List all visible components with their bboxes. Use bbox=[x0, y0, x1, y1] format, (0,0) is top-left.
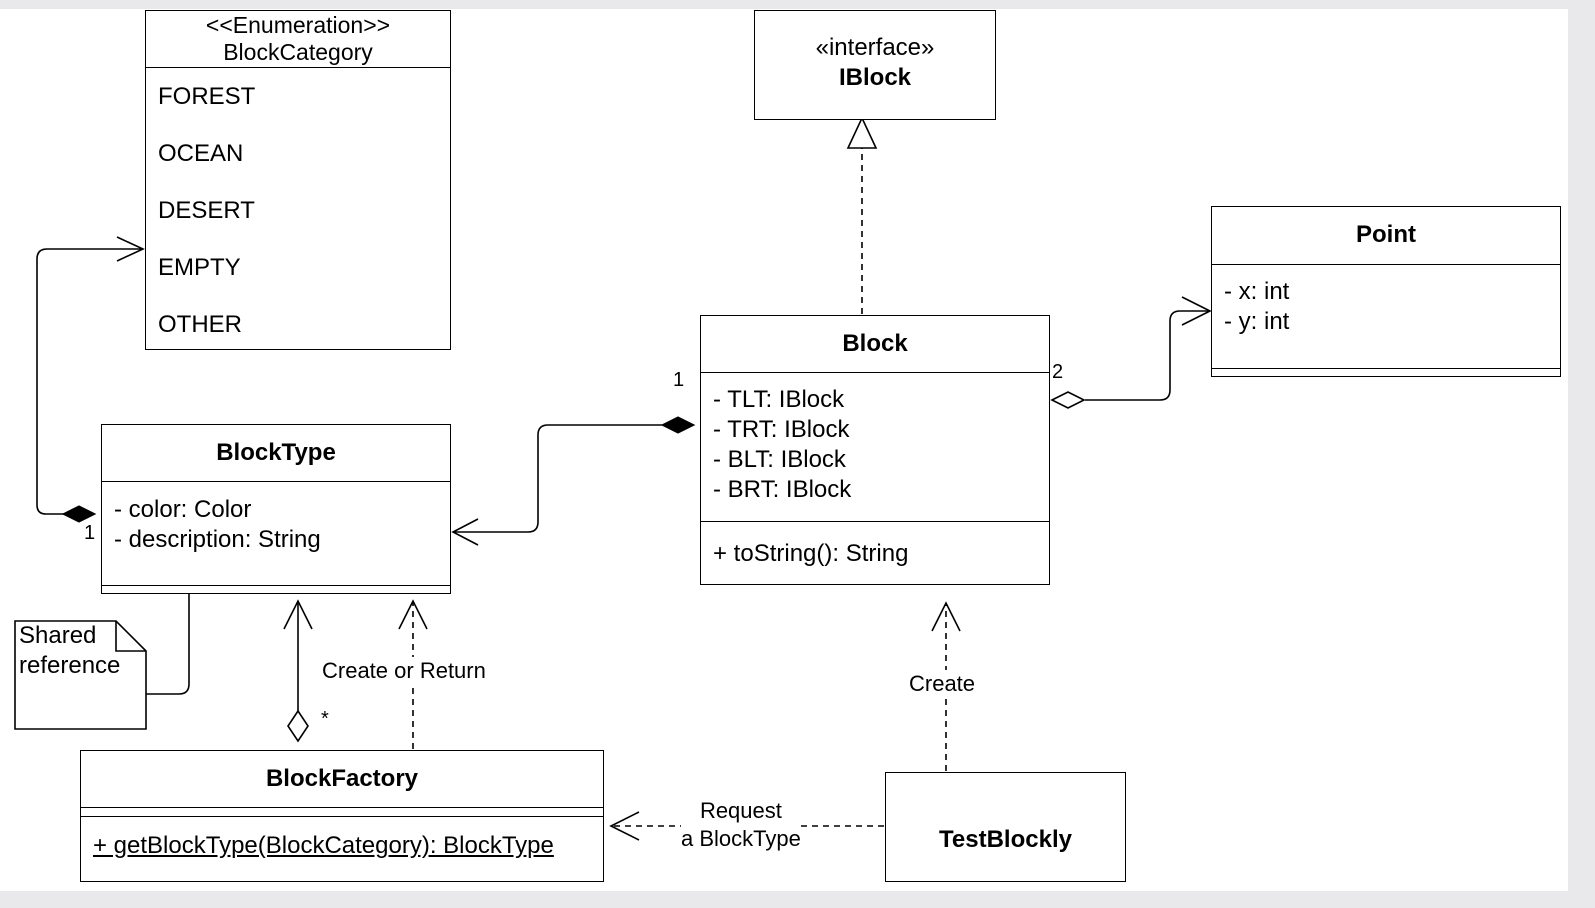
blockcategory-header: <<Enumeration>> BlockCategory bbox=[146, 11, 450, 68]
block-attr-brt: - BRT: IBlock bbox=[713, 476, 852, 503]
multiplicity-block-blocktype: 1 bbox=[673, 369, 685, 391]
request-label: Request a BlockType bbox=[681, 797, 801, 853]
block-blocktype-composition bbox=[453, 424, 662, 533]
blocktype-attr-description: - description: String bbox=[114, 526, 321, 553]
point-attr-y: - y: int bbox=[1224, 308, 1290, 335]
block-attributes: - TLT: IBlock - TRT: IBlock - BLT: IBloc… bbox=[701, 373, 1049, 522]
factory-blocktype-arrowhead bbox=[283, 599, 313, 630]
blockfactory-class[interactable]: BlockFactory + getBlockType(BlockCategor… bbox=[80, 750, 604, 882]
create-or-return-arrowhead bbox=[398, 599, 428, 630]
block-class[interactable]: Block - TLT: IBlock - TRT: IBlock - BLT:… bbox=[700, 315, 1050, 585]
blockfactory-header: BlockFactory bbox=[81, 751, 603, 808]
multiplicity-block-point: 2 bbox=[1052, 361, 1064, 383]
realization-triangle bbox=[846, 116, 878, 149]
factory-blocktype-diamond bbox=[287, 709, 309, 743]
blockcategory-literals: FOREST OCEAN DESERT EMPTY OTHER bbox=[146, 68, 450, 353]
enum-literal-other: OTHER bbox=[158, 311, 242, 338]
note-line-1: Shared bbox=[19, 622, 97, 649]
blockcategory-enumeration[interactable]: <<Enumeration>> BlockCategory FOREST OCE… bbox=[145, 10, 451, 350]
enum-literal-ocean: OCEAN bbox=[158, 140, 244, 167]
block-point-diamond bbox=[1050, 391, 1086, 409]
blocktype-header: BlockType bbox=[102, 425, 450, 482]
block-blocktype-arrowhead bbox=[451, 518, 479, 546]
block-point-arrowhead bbox=[1181, 296, 1212, 326]
create-or-return-label: Create or Return bbox=[322, 657, 486, 685]
multiplicity-blocktype-category: 1 bbox=[84, 522, 96, 544]
shared-reference-note: Shared reference bbox=[19, 621, 120, 681]
blockcategory-name: BlockCategory bbox=[223, 39, 373, 65]
diagram-canvas: <<Enumeration>> BlockCategory FOREST OCE… bbox=[0, 9, 1568, 891]
multiplicity-factory-blocktype: * bbox=[321, 708, 329, 730]
testblockly-name: TestBlockly bbox=[939, 826, 1072, 853]
create-arrowhead bbox=[931, 601, 961, 632]
blockfactory-attributes bbox=[81, 808, 603, 817]
request-label-line-1: Request bbox=[699, 798, 782, 823]
note-shape bbox=[14, 620, 147, 730]
point-attr-x: - x: int bbox=[1224, 278, 1290, 305]
point-attributes: - x: int - y: int bbox=[1212, 265, 1560, 369]
create-label: Create bbox=[909, 670, 976, 698]
blocktype-category-composition bbox=[36, 248, 143, 515]
request-arrowhead bbox=[609, 811, 640, 841]
block-point-aggregation bbox=[1085, 310, 1210, 401]
blocktype-attr-color: - color: Color bbox=[114, 496, 252, 523]
enum-literal-desert: DESERT bbox=[158, 197, 255, 224]
note-fold bbox=[115, 621, 146, 652]
testblockly-class[interactable]: TestBlockly bbox=[885, 772, 1126, 882]
blockfactory-methods: + getBlockType(BlockCategory): BlockType bbox=[81, 817, 603, 861]
block-attr-blt: - BLT: IBlock bbox=[713, 446, 846, 473]
blockfactory-method-getblocktype: + getBlockType(BlockCategory): BlockType bbox=[93, 832, 554, 859]
blocktype-category-arrowhead bbox=[116, 236, 145, 262]
enumeration-stereotype: <<Enumeration>> bbox=[205, 12, 391, 38]
note-anchor-line bbox=[146, 594, 190, 695]
enum-literal-forest: FOREST bbox=[158, 83, 256, 110]
note-line-2: reference bbox=[19, 652, 121, 679]
blocktype-category-diamond bbox=[61, 505, 97, 523]
interface-stereotype: «interface» bbox=[815, 34, 935, 61]
blocktype-attributes: - color: Color - description: String bbox=[102, 482, 450, 586]
point-class[interactable]: Point - x: int - y: int bbox=[1211, 206, 1561, 377]
request-label-line-2: a BlockType bbox=[681, 826, 801, 851]
block-method-tostring: + toString(): String bbox=[713, 540, 909, 567]
iblock-interface[interactable]: «interface» IBlock bbox=[754, 10, 996, 120]
block-methods: + toString(): String bbox=[701, 522, 1049, 569]
point-header: Point bbox=[1212, 207, 1560, 265]
block-header: Block bbox=[701, 316, 1049, 373]
block-attr-trt: - TRT: IBlock bbox=[713, 416, 850, 443]
blocktype-class[interactable]: BlockType - color: Color - description: … bbox=[101, 424, 451, 594]
block-attr-tlt: - TLT: IBlock bbox=[713, 386, 845, 413]
iblock-name: IBlock bbox=[838, 64, 912, 91]
enum-literal-empty: EMPTY bbox=[158, 254, 241, 281]
block-blocktype-diamond bbox=[660, 416, 696, 434]
